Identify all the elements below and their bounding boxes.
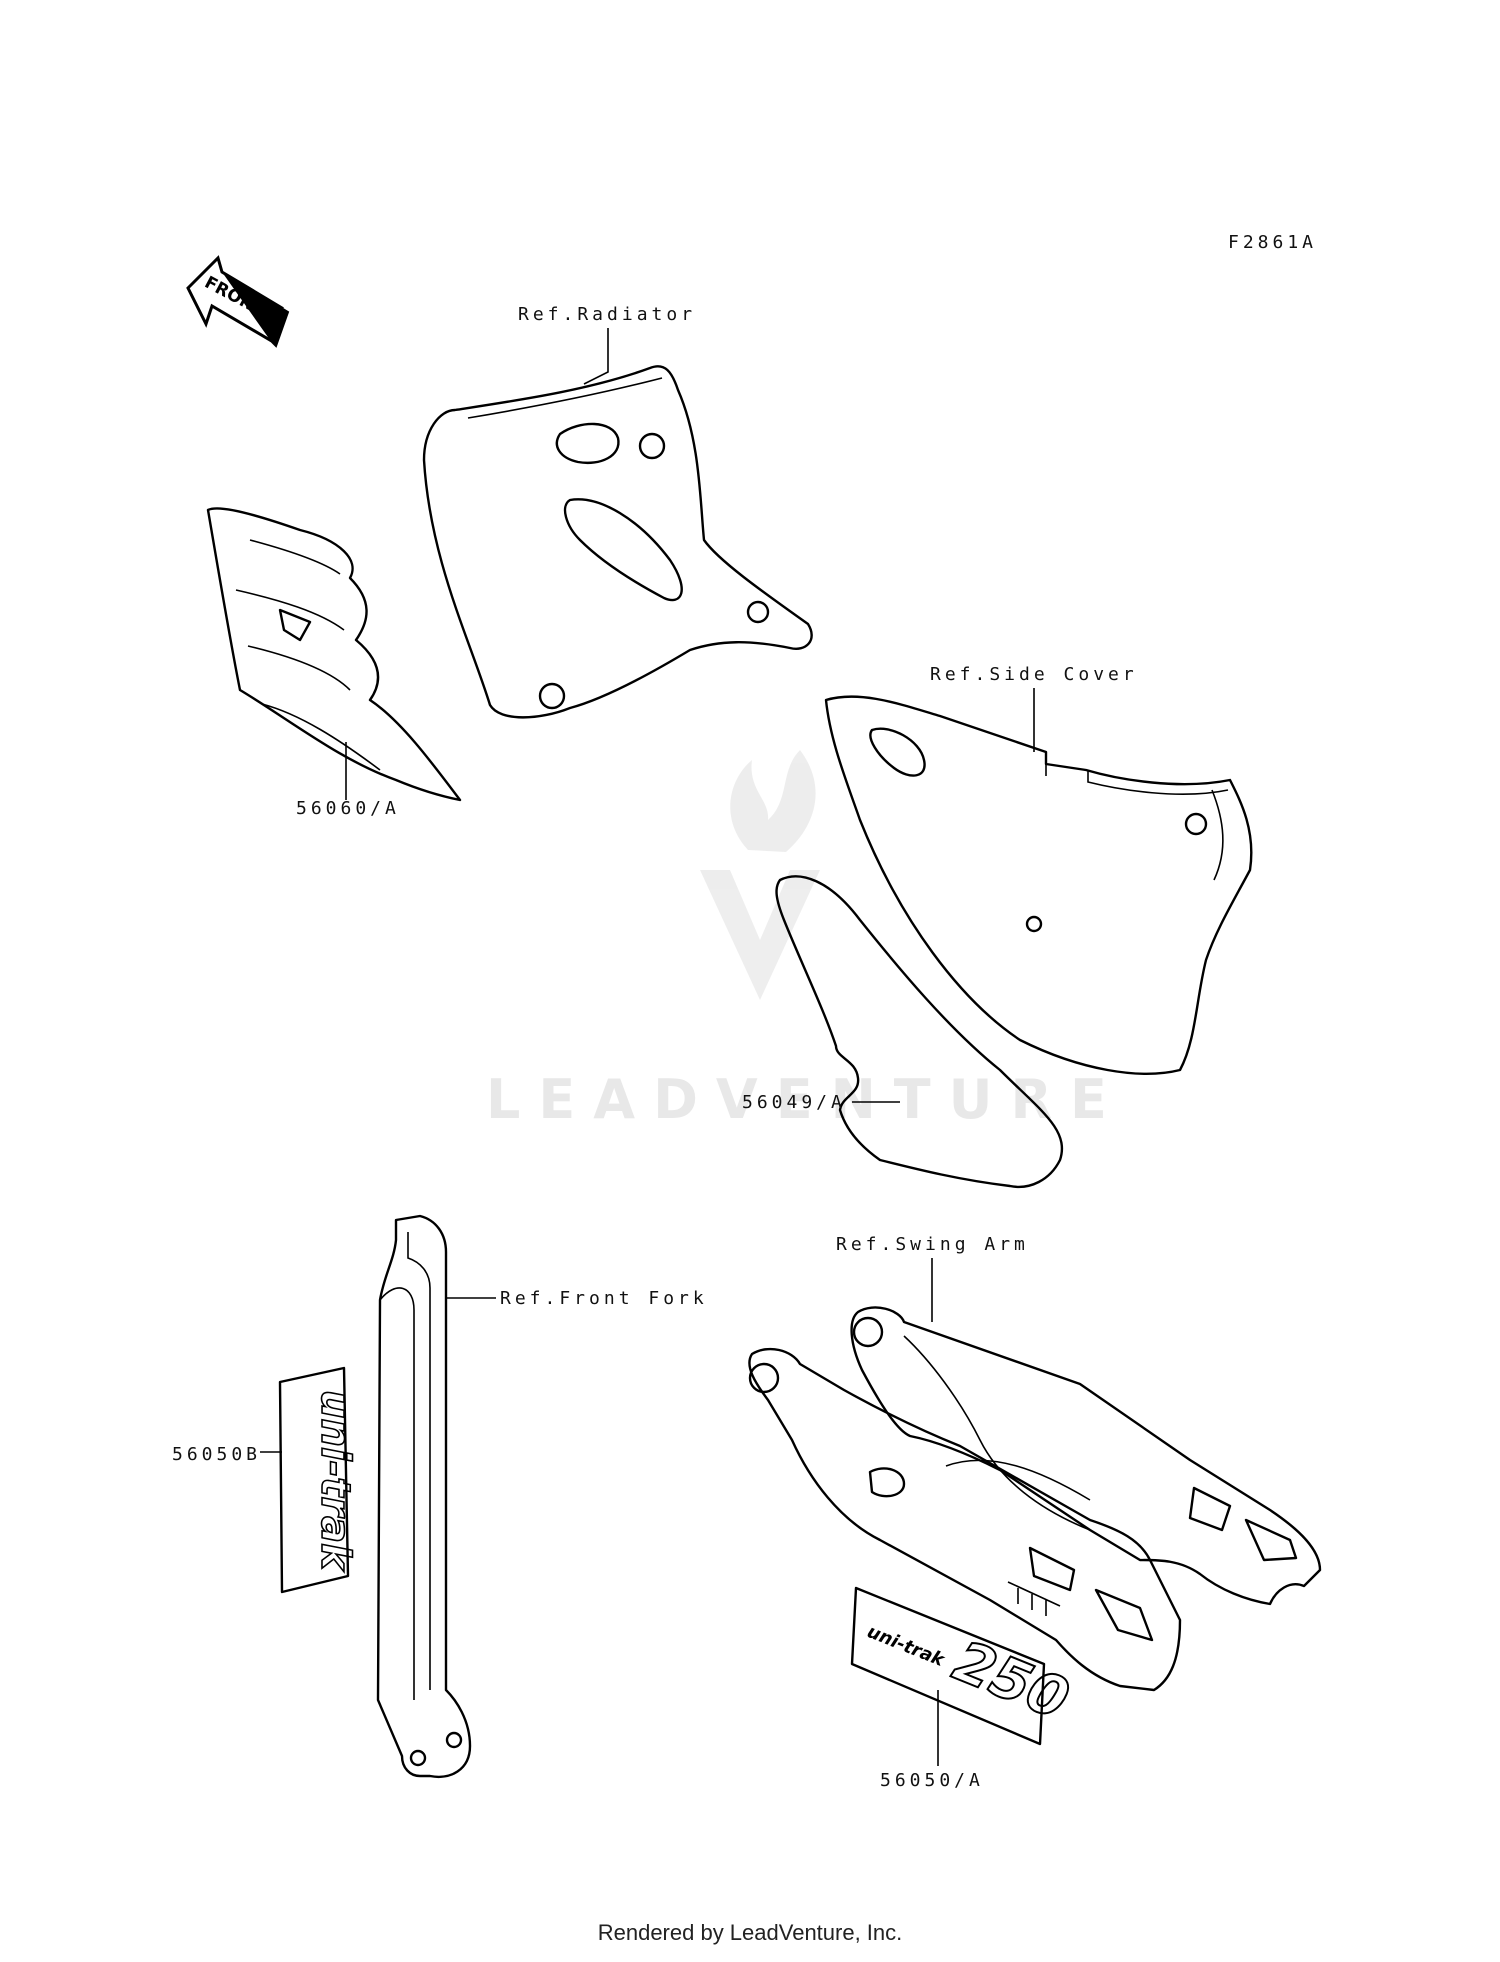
- fork-guard: [376, 1214, 472, 1779]
- radiator-shroud: [422, 365, 813, 719]
- swing-arm-decal-number: 250: [945, 1629, 1078, 1733]
- swing-arm-decal: uni-trak 250: [850, 1586, 1078, 1746]
- part-56050a-label: 56050/A: [880, 1770, 984, 1791]
- front-arrow-icon: FRONT: [186, 255, 290, 348]
- ref-front-fork-label: Ref.Front Fork: [500, 1288, 708, 1309]
- fork-decal-text: uni-trak: [312, 1390, 358, 1572]
- ref-side-cover-label: Ref.Side Cover: [930, 664, 1138, 685]
- fork-guard-decal: uni-trak: [278, 1366, 359, 1594]
- side-cover: [824, 695, 1253, 1075]
- swing-arm-decal-text: uni-trak: [864, 1621, 948, 1671]
- leadventure-watermark: LEADVENTURE: [486, 750, 1125, 1131]
- ref-swing-arm-label: Ref.Swing Arm: [836, 1234, 1029, 1255]
- part-56060a-label: 56060/A: [296, 798, 400, 819]
- ref-radiator-label: Ref.Radiator: [518, 304, 696, 325]
- part-56050b-label: 56050B: [172, 1444, 261, 1465]
- footer-credit: Rendered by LeadVenture, Inc.: [597, 1920, 903, 1945]
- diagram-code: F2861A: [1228, 232, 1317, 253]
- watermark-text: LEADVENTURE: [486, 1068, 1125, 1131]
- side-cover-decal: [775, 875, 1064, 1189]
- shroud-decal: [206, 507, 462, 802]
- part-56049a-label: 56049/A: [742, 1092, 846, 1113]
- swing-arm: [748, 1306, 1322, 1692]
